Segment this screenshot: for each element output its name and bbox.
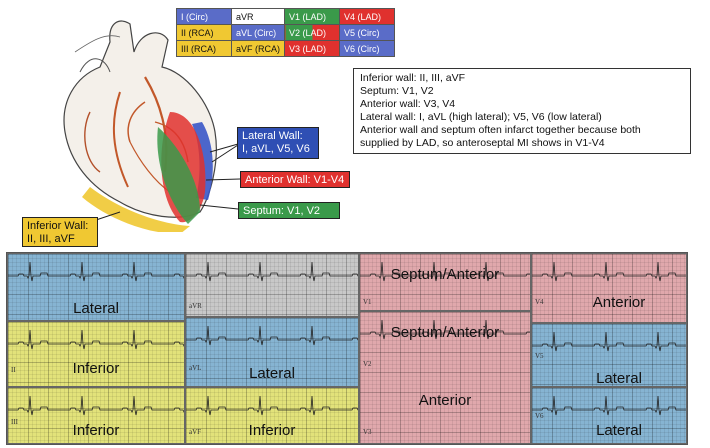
ecg-trace (186, 325, 358, 346)
lead-label: aVL (189, 364, 202, 372)
ecg-trace (532, 395, 686, 416)
info-line: Lateral wall: I, aVL (high lateral); V5,… (360, 111, 602, 123)
ecg-cell-lead-v5: V5 Lateral (531, 323, 687, 387)
cell-lead-iii: III (RCA) (176, 40, 232, 57)
region-label: Inferior (72, 422, 120, 439)
lead-artery-table: I (Circ) aVR V1 (LAD) V4 (LAD) II (RCA) … (176, 8, 396, 57)
ecg-cell-lead-v4: V4 Anterior (531, 253, 687, 323)
cell-lead-avf: aVF (RCA) (230, 40, 286, 57)
ecg-trace (8, 395, 184, 416)
region-label: Anterior (418, 392, 472, 409)
lateral-wall-leads: I, aVL, V5, V6 (242, 143, 310, 155)
ecg-cell-lead-iii: III Inferior (7, 387, 185, 444)
cell-lead-ii: II (RCA) (176, 24, 232, 41)
region-label: Lateral (596, 422, 642, 439)
region-label: Septum/Anterior (390, 266, 500, 283)
ecg-cell-lead-avf: aVF Inferior (185, 387, 359, 444)
cell-lead-v1: V1 (LAD) (284, 8, 341, 25)
ecg-trace (360, 319, 530, 340)
inferior-wall-label: Inferior Wall: II, III, aVF (22, 217, 98, 247)
lateral-wall-label: Lateral Wall: I, aVL, V5, V6 (237, 127, 319, 159)
lateral-wall-title: Lateral Wall: (242, 130, 303, 142)
lead-label: II (11, 366, 16, 374)
heart-illustration (63, 20, 239, 232)
ecg-trace (186, 395, 358, 416)
lead-label: aVR (189, 302, 202, 310)
lead-label: V4 (535, 298, 544, 306)
region-label: Inferior (248, 422, 296, 439)
ecg-trace (532, 331, 686, 352)
ecg-cell-lead-v6: V6 Lateral (531, 387, 687, 444)
lead-label: aVF (189, 428, 202, 436)
lead-label: V6 (535, 412, 544, 420)
ecg-trace (8, 261, 184, 282)
region-label: Lateral (249, 365, 295, 382)
lead-label: V2 (363, 360, 372, 368)
inferior-wall-leads: II, III, aVF (27, 233, 75, 245)
ecg-cell-lead-ii: II Inferior (7, 321, 185, 387)
anterior-wall-label: Anterior Wall: V1-V4 (240, 171, 350, 188)
cell-lead-avr: aVR (230, 8, 286, 25)
septum-label: Septum: V1, V2 (238, 202, 340, 219)
info-line: Anterior wall: V3, V4 (360, 98, 456, 110)
ecg-trace (532, 261, 686, 282)
region-label: Inferior (72, 360, 120, 377)
ecg-trace (360, 261, 530, 282)
inferior-wall-title: Inferior Wall: (27, 220, 89, 232)
region-label: Lateral (73, 300, 119, 317)
cell-lead-v2: V2 (LAD) (284, 24, 341, 41)
ecg-cell-lead-v1: V1 Septum/Anterior (359, 253, 531, 311)
cell-lead-v6: V6 (Circ) (339, 40, 396, 57)
info-line: Anterior wall and septum often infarct t… (360, 124, 641, 136)
cell-lead-i: I (Circ) (176, 8, 232, 25)
lead-label: V5 (535, 352, 544, 360)
ecg-trace (8, 329, 184, 350)
cell-lead-v4: V4 (LAD) (339, 8, 396, 25)
cell-lead-v5: V5 (Circ) (339, 24, 396, 41)
info-line: Septum: V1, V2 (360, 85, 434, 97)
info-box: Inferior wall: II, III, aVF Septum: V1, … (353, 68, 691, 154)
ecg-cell-lead-v2: V2 V3 Septum/Anterior Anterior (359, 311, 531, 444)
region-label: Septum/Anterior (390, 324, 500, 341)
lead-label: V1 (363, 298, 372, 306)
ecg-trace (186, 261, 358, 282)
ecg-grid: Lateral II Inferior III Inferior aVR aVL… (6, 252, 688, 445)
region-label: Lateral (596, 370, 642, 387)
cell-lead-v3: V3 (LAD) (284, 40, 341, 57)
lead-label: V3 (363, 428, 372, 436)
ecg-cell-lead-avr: aVR (185, 253, 359, 317)
ecg-cell-lead-i: Lateral (7, 253, 185, 321)
lead-label: III (11, 418, 18, 426)
info-line: supplied by LAD, so anteroseptal MI show… (360, 137, 605, 149)
ecg-cell-lead-avl: aVL Lateral (185, 317, 359, 387)
cell-lead-avl: aVL (Circ) (230, 24, 286, 41)
info-line: Inferior wall: II, III, aVF (360, 72, 466, 84)
region-label: Anterior (592, 294, 646, 311)
